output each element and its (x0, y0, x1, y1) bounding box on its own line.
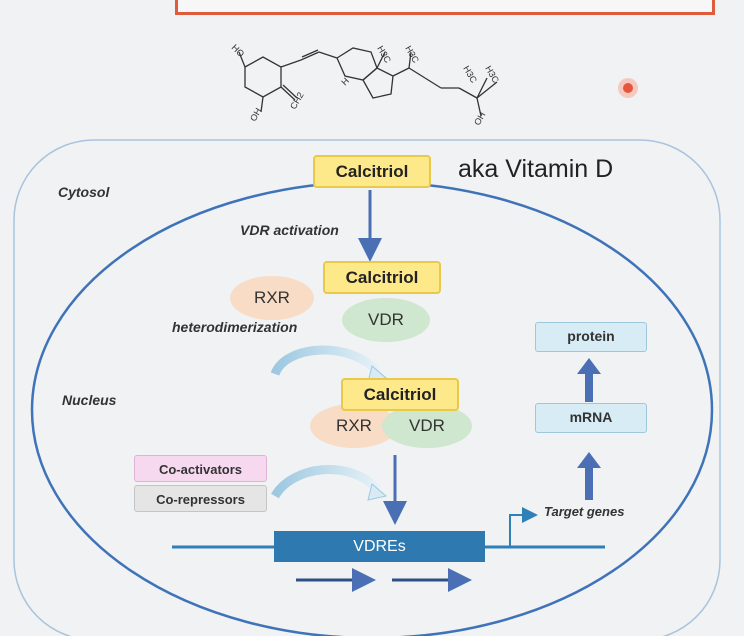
vdr-activation-label: VDR activation (240, 222, 339, 238)
mrna-box: mRNA (535, 403, 647, 433)
vdr-ellipse: VDR (342, 298, 430, 342)
calcitriol-tag: Calcitriol (341, 378, 459, 411)
vitamin-d-label: aka Vitamin D (458, 155, 614, 183)
rxr-ellipse: RXR (230, 276, 314, 320)
calcitriol-tag: Calcitriol (323, 261, 441, 294)
vdr-complex-ellipse: VDR (382, 404, 472, 448)
transcription-start-arrow (509, 507, 538, 547)
molecule-label: H (339, 76, 351, 88)
cell-membrane (13, 139, 721, 636)
calcitriol-tag: Calcitriol (313, 155, 431, 188)
rxr-complex-ellipse: RXR (310, 404, 398, 448)
arrow-heterodimerization (270, 345, 382, 377)
cytosol-label: Cytosol (58, 184, 110, 200)
heterodimerization-label: heterodimerization (172, 319, 298, 335)
nucleus-label: Nucleus (62, 392, 117, 408)
target-genes-label: Target genes (544, 504, 625, 519)
record-indicator-icon (618, 78, 638, 98)
vdres-label: VDREs (353, 538, 406, 555)
arrow-mrna-to-protein (585, 372, 593, 402)
arrow-genes-to-mrna (585, 466, 593, 500)
title-box-cropped (175, 0, 715, 15)
protein-box: protein (535, 322, 647, 352)
calcitriol-structure-drawing: HO OH CH2 H H3C H3C H3C H3C OH (230, 42, 502, 127)
vdre-box (274, 531, 485, 562)
coactivators-box: Co-activators (134, 455, 267, 482)
corepressors-box: Co-repressors (134, 485, 267, 512)
arrow-coregulators (271, 465, 382, 499)
